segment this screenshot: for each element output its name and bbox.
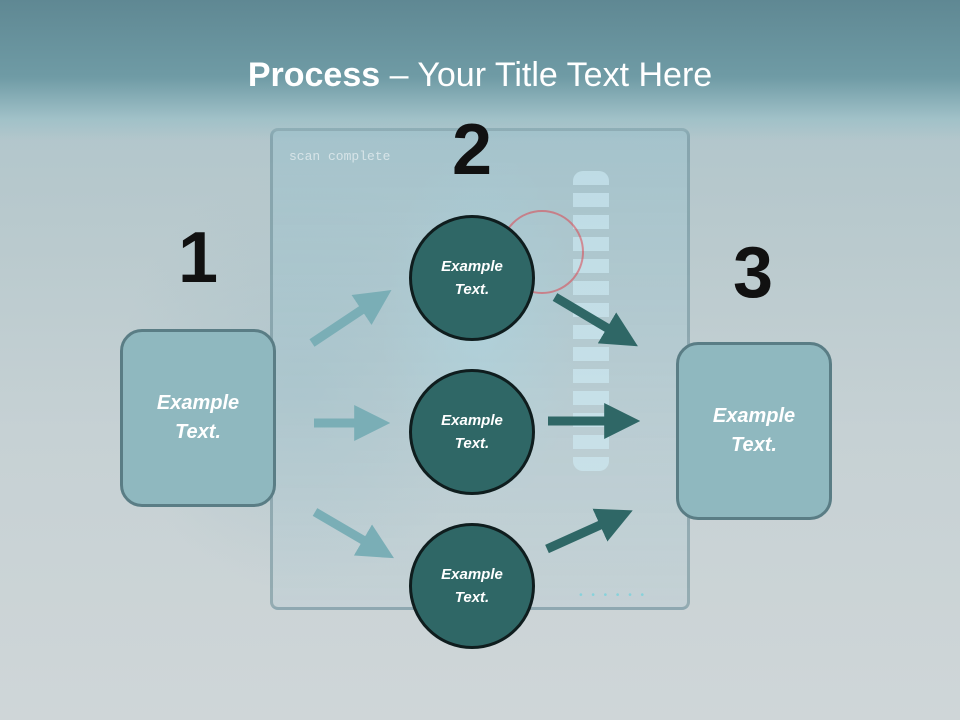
step-number-3: 3 [732, 233, 774, 313]
step-number-2: 2 [451, 110, 493, 190]
step-1-box: Example Text. [120, 329, 276, 507]
arrow-1-to-top [309, 290, 392, 347]
tablet-indicator-dots: • • • • • • [579, 590, 647, 601]
step-1-label: Example Text. [156, 392, 240, 443]
arrow-top-to-3 [552, 293, 638, 347]
middle-node-center: Example Text. [409, 369, 535, 495]
title-banner [0, 0, 960, 140]
title-rest: – Your Title Text Here [380, 56, 713, 94]
step-3-box: Example Text. [676, 342, 832, 520]
slide-title: Process – Your Title Text Here [0, 54, 960, 96]
middle-node-bottom: Example Text. [409, 523, 535, 649]
step-number-1: 1 [177, 218, 219, 298]
arrow-bottom-to-3 [545, 508, 633, 554]
middle-node-top: Example Text. [409, 215, 535, 341]
middle-node-center-label: Example Text. [441, 412, 503, 452]
title-bold: Process [247, 56, 381, 94]
middle-node-top-label: Example Text. [441, 258, 503, 298]
arrow-1-to-bottom [312, 508, 394, 559]
background-caption: scan complete [289, 149, 391, 164]
step-3-label: Example Text. [712, 405, 796, 456]
middle-node-bottom-label: Example Text. [441, 566, 503, 606]
